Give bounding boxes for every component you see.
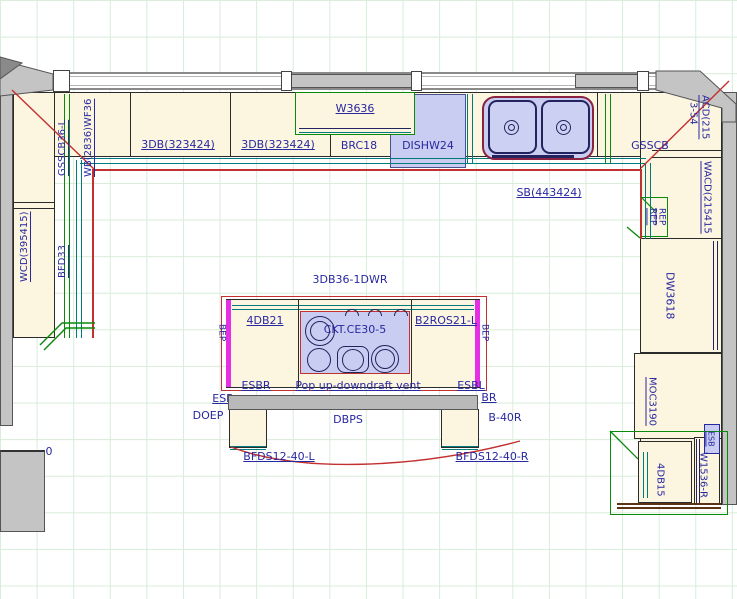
label-wacd215415[interactable]: WACD(215415 (701, 160, 713, 234)
cooktop-burner-2-inner (342, 349, 364, 371)
cooktop-burner-2 (337, 346, 369, 373)
cabinet-separator (597, 92, 598, 157)
cabinet-separator (230, 92, 231, 157)
right-run-green-lines (605, 94, 611, 164)
label-esb-fragment[interactable]: ESB (212, 392, 234, 405)
cabinet-separator (652, 157, 722, 158)
island-end-panel-right[interactable] (475, 300, 480, 387)
sink-drain-right (556, 120, 571, 135)
window-post-right (637, 71, 649, 91)
label-vent[interactable]: Pop up-downdraft vent (295, 379, 421, 392)
label-rep-2[interactable]: REP (656, 208, 667, 226)
cooktop-burner-1 (307, 348, 331, 372)
cabinet-separator (13, 208, 55, 209)
label-bfds-left[interactable]: BFDS12-40-L (243, 450, 315, 463)
window-over-sink (575, 74, 641, 88)
window-over-w3636 (290, 74, 412, 88)
label-doep[interactable]: DOEP (192, 409, 224, 422)
label-3db-right[interactable]: 3DB(323424) (241, 138, 315, 151)
label-rep-1[interactable]: REP (647, 208, 658, 226)
label-wb2836-wf36[interactable]: WB(2836)WF36 (83, 98, 94, 178)
left-counter-teal-lines (76, 160, 82, 338)
island-leg-right[interactable] (441, 409, 479, 448)
label-dishw24[interactable]: DISHW24 (402, 139, 454, 152)
sink-front-bar (492, 155, 574, 158)
island-separator (298, 300, 299, 387)
w1536r-panel-lines (696, 439, 700, 503)
wall-cabinet-w3636[interactable] (295, 92, 415, 135)
label-gsscb[interactable]: GSSCB (631, 139, 669, 152)
lower-right-brown-lines (617, 503, 721, 509)
window-post-left (281, 71, 292, 91)
island-bar-counter[interactable] (228, 395, 478, 410)
left-wall-lower (0, 450, 45, 532)
label-br-fragment[interactable]: BR (481, 391, 497, 404)
label-4db21[interactable]: 4DB21 (246, 314, 284, 327)
island-separator (411, 300, 412, 387)
label-island-header[interactable]: 3DB36-1DWR (312, 273, 388, 286)
cooktop-burner-large (305, 316, 335, 346)
wall-corner-post-left (53, 70, 70, 92)
dw3618-corner-miter (626, 226, 641, 239)
cabinet-separator (130, 92, 131, 157)
label-bep-right[interactable]: BEP (479, 324, 490, 342)
label-dbps[interactable]: DBPS (333, 413, 363, 426)
label-esbl[interactable]: ESBL (457, 379, 485, 392)
label-dw3618[interactable]: DW3618 (663, 272, 677, 320)
cooktop-knob-arc (345, 309, 359, 316)
cooktop-burner-large-inner (310, 321, 330, 341)
left-wall (0, 86, 13, 426)
label-w1536r[interactable]: W1536-R (697, 452, 709, 498)
top-counter-teal-lines (80, 158, 646, 164)
label-wcd395415[interactable]: WCD(395415) (19, 211, 30, 283)
cooktop-knob-arc (368, 309, 382, 316)
window-post-mid (411, 71, 422, 91)
sink-drain-right-inner (560, 124, 567, 131)
sink-drain-left-inner (508, 124, 515, 131)
label-bfd33[interactable]: BFD33 (57, 244, 68, 278)
label-b40r[interactable]: B-40R (488, 411, 522, 424)
left-run-green-lines (64, 94, 70, 338)
sink-drain-left (504, 120, 519, 135)
label-3db-left[interactable]: 3DB(323424) (141, 138, 215, 151)
left-counter-red-edge (92, 169, 94, 338)
label-3-54[interactable]: 3-54 (687, 101, 699, 125)
cooktop-knob-arc (394, 309, 408, 316)
island-leg-left[interactable] (229, 409, 267, 448)
cooktop-burner-3-inner (375, 349, 395, 369)
top-left-wall-cap (0, 56, 24, 80)
w3636-inner-lines (299, 128, 411, 133)
label-sink-base[interactable]: SB(443424) (516, 186, 582, 199)
label-w3636[interactable]: W3636 (335, 102, 375, 115)
label-4db15[interactable]: 4DB15 (654, 463, 666, 497)
label-acd215[interactable]: ACD(215 (699, 94, 711, 140)
label-bep-left[interactable]: BEP (216, 324, 227, 342)
island-countertop-outline (221, 296, 487, 391)
label-zero: 0 (45, 445, 53, 458)
label-cooktop[interactable]: CKT.CE30-5 (323, 323, 387, 336)
dishwasher-right-divider (467, 94, 473, 164)
cabinet-separator (13, 202, 55, 203)
label-brc18[interactable]: BRC18 (340, 139, 378, 152)
right-counter-red-edge (640, 169, 642, 239)
dw3618-side-panel-lines (713, 241, 718, 350)
lower-right-green-outline (610, 431, 728, 515)
4db15-teal-lines (643, 452, 648, 498)
cooktop-burner-3 (371, 345, 399, 373)
island-end-panel-left[interactable] (226, 300, 231, 387)
label-gsscb36-l[interactable]: GSSCB36-L (57, 119, 68, 177)
label-esbr[interactable]: ESBR (241, 379, 271, 392)
tall-cabinet-dw3618[interactable] (640, 238, 722, 353)
label-moc3190[interactable]: MOC3190 (646, 376, 658, 426)
label-bfds-right[interactable]: BFDS12-40-R (455, 450, 529, 463)
top-counter-red-edge (94, 169, 641, 171)
label-b2ros21[interactable]: B2ROS21-L (415, 314, 477, 327)
label-esb-small[interactable]: ESB (706, 431, 716, 447)
